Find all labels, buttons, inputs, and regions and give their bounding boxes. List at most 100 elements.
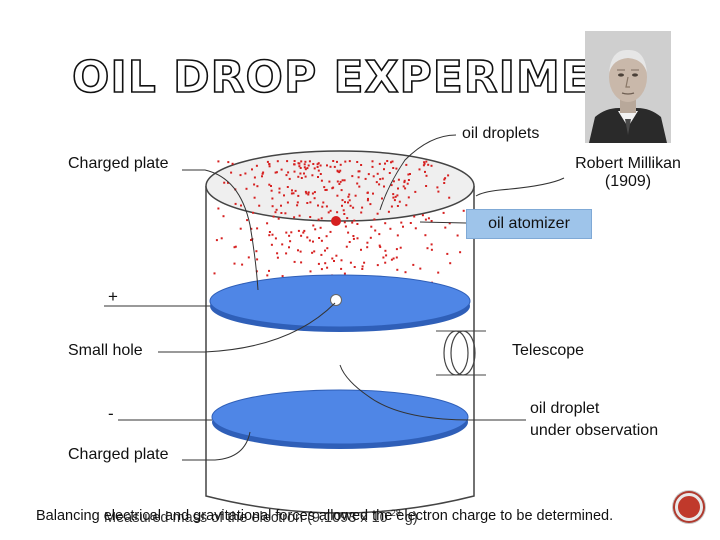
- oil-droplet-dot: [331, 187, 334, 190]
- oil-droplet-dot: [275, 171, 278, 174]
- footer-text-b-prefix: Measured mass of the electron (9.1093 x …: [104, 509, 388, 526]
- oil-droplet-dot: [338, 171, 341, 174]
- oil-droplet-dot: [373, 218, 376, 221]
- oil-droplet-dot: [448, 196, 451, 199]
- oil-droplet-dot: [421, 214, 424, 217]
- oil-droplet-dot: [404, 187, 407, 190]
- oil-droplet-dot: [406, 182, 409, 185]
- oil-droplet-dot: [288, 234, 291, 237]
- oil-droplet-dot: [271, 205, 274, 208]
- oil-droplet-dot: [430, 164, 433, 167]
- oil-droplet-dot: [414, 190, 417, 193]
- oil-droplet-dot: [320, 268, 323, 271]
- oil-droplet-dot: [256, 258, 259, 261]
- oil-droplet-dot: [252, 211, 255, 214]
- oil-droplet-dot: [289, 240, 292, 243]
- oil-droplet-dot: [444, 177, 447, 180]
- atomizer-nozzle: [331, 216, 341, 226]
- oil-droplet-dot: [391, 160, 394, 163]
- oil-droplet-dot: [395, 256, 398, 259]
- footer-text-b-exponent: -28: [387, 508, 401, 518]
- oil-droplet-dot: [311, 174, 314, 177]
- portrait-photo: [585, 31, 671, 143]
- oil-droplet-dot: [317, 176, 319, 178]
- oil-droplet-dot: [303, 229, 306, 232]
- leader-charged-plate-bottom: [182, 431, 251, 461]
- oil-droplet-dot: [392, 193, 395, 196]
- oil-droplet-dot: [325, 235, 328, 238]
- oil-droplet-dot: [234, 202, 237, 205]
- next-slide-button[interactable]: [672, 490, 706, 524]
- oil-droplet-dot: [402, 225, 404, 228]
- oil-droplet-dot: [418, 168, 421, 171]
- oil-droplet-dot: [300, 160, 303, 163]
- oil-droplet-dot: [379, 178, 382, 181]
- oil-droplet-dot: [302, 231, 305, 234]
- label-charged-plate-bottom: Charged plate: [68, 446, 169, 463]
- oil-droplet-dot: [293, 163, 296, 166]
- oil-droplet-dot: [347, 195, 350, 198]
- oil-droplet-dot: [384, 162, 386, 165]
- oil-droplet-dot: [352, 206, 355, 209]
- oil-droplet-dot: [308, 239, 311, 242]
- leader-charged-plate-top: [182, 169, 259, 291]
- oil-droplet-dot: [390, 161, 392, 164]
- oil-droplet-dot: [343, 221, 346, 224]
- leader-millikan: [475, 177, 565, 197]
- oil-droplet-dot: [339, 169, 342, 172]
- oil-droplet-dot: [357, 170, 360, 173]
- oil-droplet-dot: [311, 251, 314, 254]
- oil-droplet-dot: [430, 243, 433, 246]
- oil-droplet-dot: [405, 163, 408, 166]
- oil-droplet-dot: [346, 217, 349, 220]
- oil-droplet-dot: [390, 258, 393, 261]
- millikan-year: (1909): [604, 173, 652, 190]
- oil-droplet-dot: [358, 185, 361, 188]
- oil-droplet-dot: [385, 254, 388, 257]
- oil-droplet-dot: [307, 191, 310, 194]
- footer-text-b: Measured mass of the electron (9.1093 x …: [104, 508, 418, 526]
- oil-droplet-dot: [360, 164, 363, 166]
- oil-droplet-dot: [336, 211, 339, 214]
- oil-droplet-dot: [370, 225, 373, 228]
- oil-droplet-cloud: [213, 160, 465, 301]
- oil-droplet-dot: [253, 183, 256, 186]
- oil-droplet-dot: [258, 204, 261, 207]
- oil-droplet-dot: [213, 272, 216, 275]
- oil-droplet-line2: under observation: [530, 422, 659, 439]
- oil-droplet-dot: [356, 237, 359, 240]
- oil-droplet-dot: [278, 187, 281, 190]
- oil-droplet-dot: [322, 201, 325, 204]
- oil-droplet-dot: [426, 247, 429, 250]
- oil-droplet-dot: [270, 243, 273, 246]
- oil-droplet-dot: [288, 246, 290, 249]
- oil-droplet-dot: [443, 182, 446, 184]
- oil-droplet-dot: [304, 160, 307, 163]
- footer-text-b-suffix: g): [400, 509, 418, 526]
- oil-droplet-dot: [386, 160, 389, 162]
- oil-droplet-dot: [274, 237, 277, 240]
- oil-droplet-dot: [403, 181, 406, 184]
- oil-droplet-dot: [396, 205, 399, 207]
- oil-droplet-dot: [306, 167, 309, 170]
- oil-droplet-dot: [394, 195, 397, 198]
- oil-droplet-dot: [300, 261, 303, 264]
- oil-droplet-dot: [286, 160, 289, 163]
- oil-droplet-dot: [360, 248, 362, 251]
- oil-droplet-dot: [268, 165, 271, 168]
- oil-droplet-dot: [297, 249, 299, 252]
- oil-droplet-dot: [366, 241, 369, 244]
- oil-droplet-dot: [399, 246, 402, 249]
- oil-droplet-dot: [326, 266, 329, 269]
- oil-droplet-dot: [253, 196, 256, 199]
- oil-droplet-dot: [403, 179, 406, 182]
- footer-text-a: Balancing electrical and gravitational f…: [36, 508, 614, 524]
- oil-droplet-dot: [276, 160, 279, 163]
- oil-droplet-dot: [342, 209, 345, 212]
- oil-droplet-dot: [390, 205, 393, 208]
- oil-droplet-dot: [290, 192, 293, 195]
- oil-droplet-dot: [294, 189, 297, 192]
- oil-droplet-dot: [402, 185, 405, 188]
- oil-droplet-dot: [276, 256, 279, 259]
- oil-droplet-dot: [290, 231, 293, 234]
